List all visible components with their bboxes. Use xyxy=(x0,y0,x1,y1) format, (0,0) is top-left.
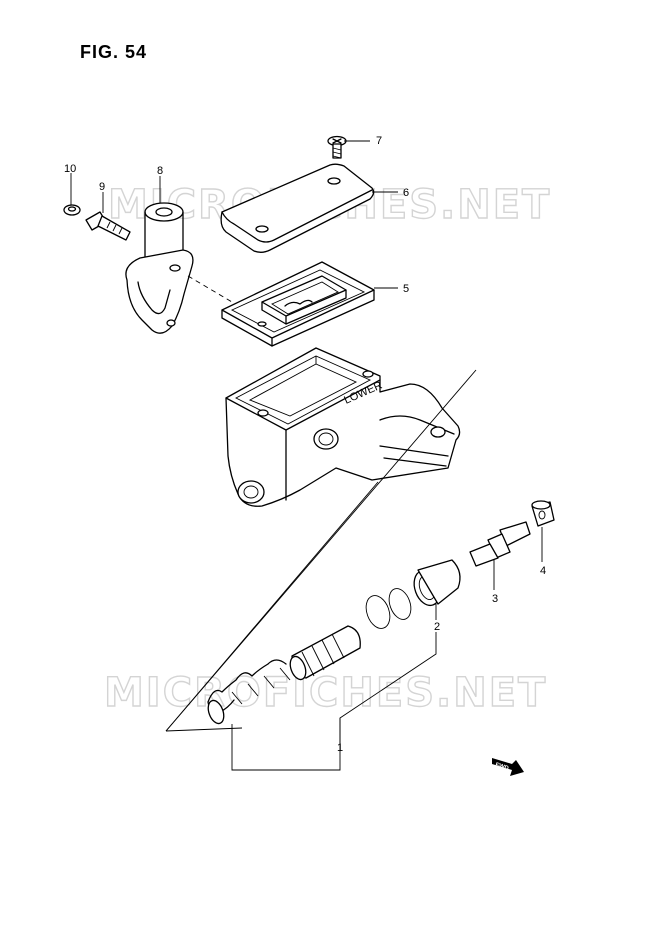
part-7-cover-screw xyxy=(327,135,347,159)
callout-1: 1 xyxy=(337,742,343,754)
callout-labels: 1 2 3 4 5 6 7 8 9 10 xyxy=(64,135,546,754)
callout-3: 3 xyxy=(492,593,498,605)
part-10-washer xyxy=(63,204,81,216)
callout-2: 2 xyxy=(434,621,440,633)
part-4-end-cap xyxy=(531,500,555,527)
master-cylinder-body: LOWER xyxy=(225,347,461,507)
callout-8: 8 xyxy=(157,165,163,177)
callout-10: 10 xyxy=(64,163,76,175)
part-8-clamp xyxy=(125,202,194,334)
fwd-label: FWD xyxy=(494,762,509,772)
part-9-clamp-bolt xyxy=(85,211,131,241)
leader-lines xyxy=(70,140,543,771)
callout-7: 7 xyxy=(376,135,382,147)
part-1-piston-kit xyxy=(207,588,412,725)
part-2-boot xyxy=(413,559,461,607)
forward-direction-arrow: FWD xyxy=(492,758,524,776)
callout-9: 9 xyxy=(99,181,105,193)
part-3-push-rod xyxy=(469,521,531,567)
watermark-bottom: MICROFICHES.NET xyxy=(104,670,547,716)
figure-title: FIG. 54 xyxy=(80,42,148,62)
callout-4: 4 xyxy=(540,565,546,577)
part-5-diaphragm xyxy=(221,261,375,347)
callout-5: 5 xyxy=(403,283,409,295)
callout-6: 6 xyxy=(403,187,409,199)
part-6-reservoir-cap xyxy=(220,163,375,253)
assembly-guide-lines xyxy=(165,275,477,732)
